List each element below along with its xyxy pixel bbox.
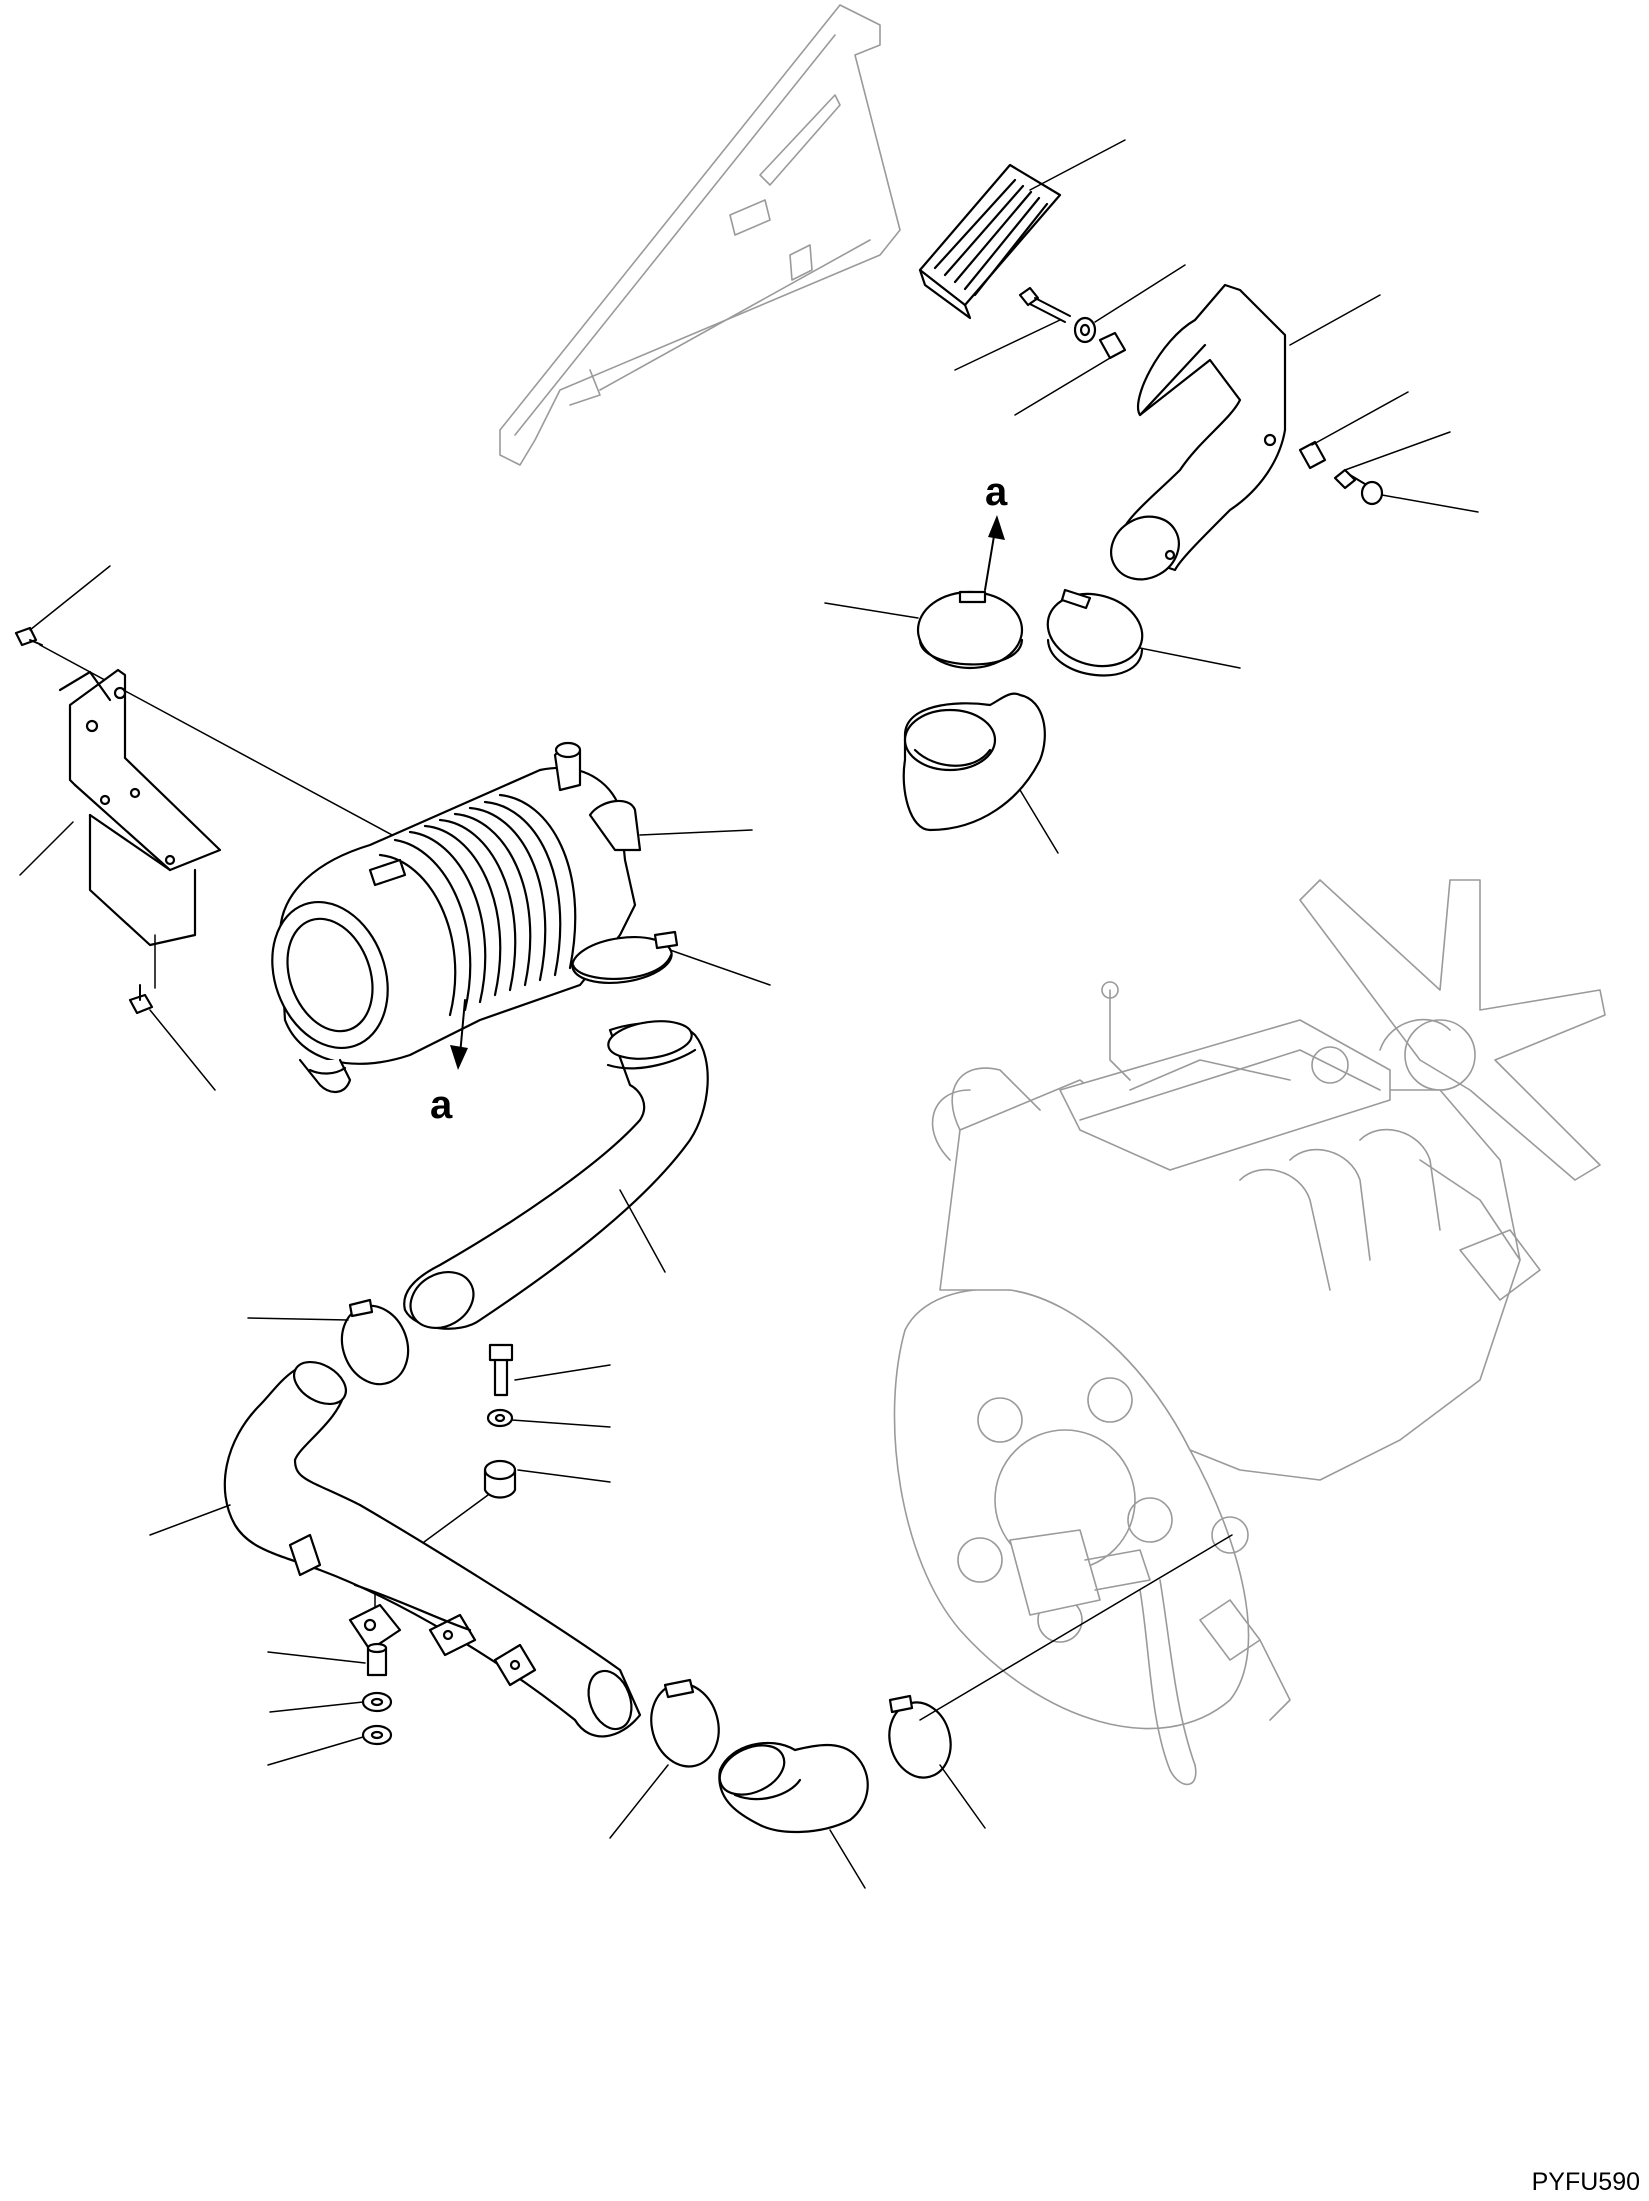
air-cleaner — [271, 741, 642, 1093]
stack-bolt — [488, 1343, 514, 1397]
mounting-bracket — [58, 668, 222, 947]
intake-pipe-lower — [223, 1360, 642, 1738]
lower-collar — [366, 1642, 388, 1677]
collar-right — [1298, 440, 1327, 470]
view-label-a-top: a — [985, 470, 1008, 514]
hose-clamp-lower-left — [650, 1678, 720, 1768]
hose-clamp-lower-right — [888, 1694, 952, 1779]
stack-collar — [483, 1459, 517, 1499]
top-bolt — [1018, 286, 1071, 323]
bracket-bolt-bottom — [128, 984, 154, 1015]
hose-clamp-upper-right — [1046, 588, 1144, 677]
drawing-code: PYFU590 — [1532, 2168, 1640, 2196]
precleaner-cap — [918, 163, 1062, 320]
intake-hose-middle — [403, 1020, 709, 1330]
view-arrow-top — [984, 515, 1005, 591]
washer-right — [1360, 480, 1384, 506]
bracket-bolt-top — [14, 626, 43, 647]
view-label-a-left: a — [430, 1083, 453, 1127]
hose-clamp-air-cleaner — [571, 930, 679, 984]
bolt-right — [1333, 468, 1366, 490]
hose-clamp-middle-left — [340, 1298, 410, 1386]
top-collar — [1098, 331, 1127, 360]
view-arrow-left — [450, 999, 468, 1070]
intake-elbow-bracket — [1110, 283, 1287, 581]
rubber-elbow-lower — [718, 1741, 869, 1833]
rubber-elbow-upper — [902, 692, 1046, 832]
hose-clamp-upper-left — [916, 590, 1024, 670]
chassis-frame-ghost — [499, 4, 901, 466]
engine-ghost — [893, 879, 1606, 1786]
